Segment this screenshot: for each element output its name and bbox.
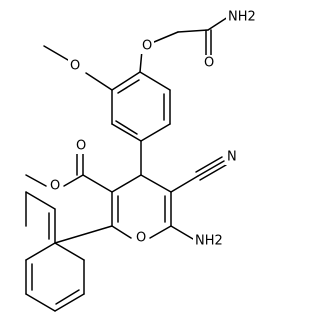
pyran-c4-c3-bond bbox=[140, 174, 172, 193]
atom-labels: NH2 O O O O O O N NH2 bbox=[48, 8, 256, 250]
amide-cn-bond bbox=[207, 16, 229, 31]
ether-o-label: O bbox=[142, 39, 152, 54]
pyran-ring-o-label: O bbox=[136, 231, 146, 246]
methoxy-ch3-bond bbox=[43, 45, 69, 61]
aryl-ring-bond-6-inner bbox=[117, 79, 140, 94]
amide-nh2-label: NH2 bbox=[228, 10, 256, 25]
pyran-o-c10b-bond bbox=[111, 225, 132, 239]
aryl-ring-bond-4-inner bbox=[115, 120, 138, 135]
amide-o-label: O bbox=[204, 56, 214, 71]
aryl-ring-bond-6 bbox=[111, 71, 141, 91]
methoxy-o-label: O bbox=[70, 59, 80, 74]
bonds bbox=[25, 16, 229, 312]
lactone-carbonyl-o-label: O bbox=[76, 139, 86, 154]
benzo-ring-bond-6 bbox=[54, 293, 85, 312]
lactone-ring-o-label: O bbox=[50, 179, 60, 194]
ch2-ether-bond bbox=[153, 31, 179, 43]
pyran-c4a-c4-bond bbox=[111, 174, 142, 193]
nitrile-n-label: N bbox=[227, 150, 237, 165]
nitrile-triple-bond-c bbox=[199, 164, 227, 181]
molecule-diagram: NH2 O O O O O O N NH2 bbox=[25, 8, 256, 312]
aryl-ring-bond-1 bbox=[139, 71, 171, 91]
benzo-ring-bond-6-inner bbox=[55, 289, 80, 305]
methoxy-o-aryl-bond bbox=[85, 72, 113, 91]
amino-nh2-label: NH2 bbox=[195, 234, 223, 249]
benzo-ring-bond-5 bbox=[25, 293, 56, 312]
nitrile-triple-bond-a bbox=[197, 160, 225, 177]
aryl-ring-bond-4 bbox=[111, 123, 142, 142]
lactone-c4a-c5-bond bbox=[82, 174, 113, 193]
benzo-ring-bond-1 bbox=[25, 191, 56, 210]
amino-c2-n-bond bbox=[170, 225, 194, 240]
nitrile-triple-bond-b bbox=[195, 156, 223, 173]
nitrile-c3-c-bond bbox=[170, 175, 199, 193]
pyran-c2-o-bond bbox=[149, 225, 172, 239]
aryl-ring-bond-3 bbox=[140, 123, 171, 142]
amide-ch2-bond bbox=[177, 29, 209, 33]
lactone-c10a-c10b-bond bbox=[54, 225, 113, 244]
benzo-ring-bond-3 bbox=[25, 242, 56, 261]
lactone-o-c6a-bond bbox=[25, 174, 47, 187]
benzo-ring-bond-8 bbox=[54, 242, 85, 261]
lactone-c5-o-bond bbox=[63, 174, 84, 187]
structure-svg: NH2 O O O O O O N NH2 bbox=[25, 8, 256, 312]
